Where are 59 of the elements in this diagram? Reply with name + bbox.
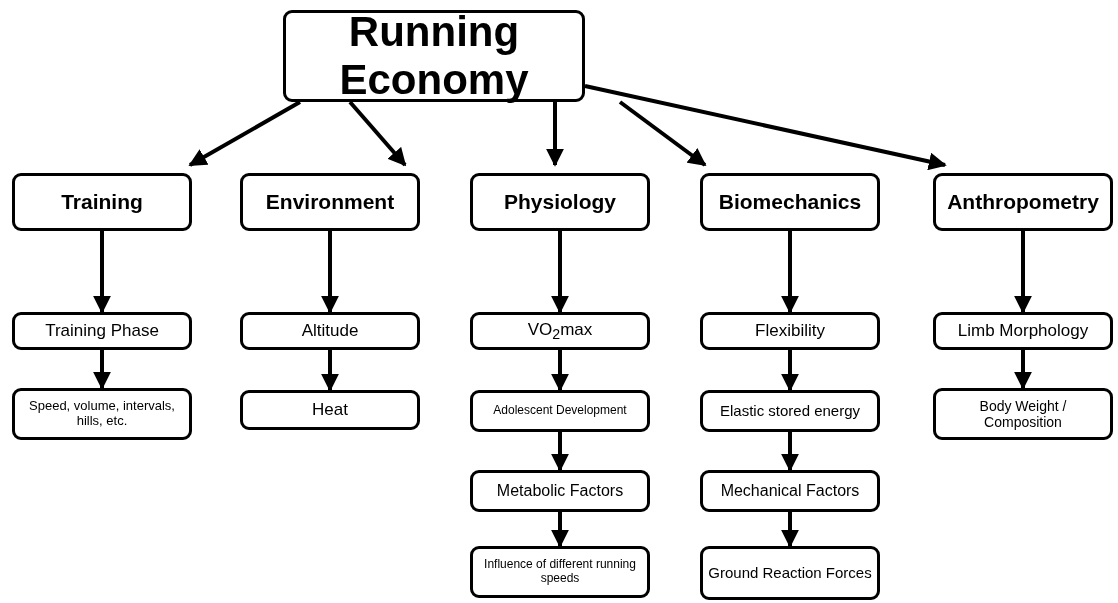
arrow bbox=[1014, 231, 1032, 314]
category-box bbox=[470, 546, 650, 598]
category-box bbox=[933, 173, 1113, 231]
node-label: Environment bbox=[265, 189, 395, 215]
node-label: Body Weight / Composition bbox=[978, 397, 1068, 431]
category-box bbox=[933, 388, 1113, 440]
node-label: Speed, volume, intervals, hills, etc. bbox=[28, 399, 176, 429]
category-box bbox=[700, 173, 880, 231]
arrow bbox=[584, 84, 947, 171]
category-box bbox=[700, 546, 880, 600]
category-box bbox=[470, 470, 650, 512]
arrow bbox=[546, 102, 564, 167]
node-label: Mechanical Factors bbox=[720, 481, 860, 501]
category-box bbox=[240, 312, 420, 350]
node-label: Physiology bbox=[504, 189, 616, 215]
node-label: Training bbox=[61, 189, 143, 215]
arrow bbox=[1014, 350, 1032, 390]
category-box bbox=[700, 390, 880, 432]
node-label: Running Economy bbox=[338, 7, 530, 105]
arrow bbox=[781, 432, 799, 472]
category-box bbox=[700, 470, 880, 512]
category-box bbox=[933, 312, 1113, 350]
node-label: Training Phase bbox=[45, 321, 159, 341]
category-box bbox=[12, 173, 192, 231]
arrow bbox=[321, 350, 339, 392]
node-label: Adolescent Development bbox=[493, 404, 627, 418]
category-box bbox=[240, 173, 420, 231]
category-box bbox=[12, 388, 192, 440]
category-box bbox=[12, 312, 192, 350]
node-label: Biomechanics bbox=[718, 189, 862, 215]
node-label: Flexibility bbox=[755, 321, 825, 341]
arrow bbox=[188, 100, 301, 167]
arrow bbox=[551, 432, 569, 472]
category-box bbox=[240, 390, 420, 430]
category-box bbox=[470, 390, 650, 432]
category-box bbox=[470, 312, 650, 350]
arrow bbox=[781, 512, 799, 548]
node-label: VO$_{2}$max bbox=[527, 319, 593, 343]
node-label: Metabolic Factors bbox=[496, 481, 624, 501]
arrow bbox=[348, 100, 407, 167]
arrow bbox=[93, 350, 111, 390]
arrow bbox=[93, 231, 111, 314]
node-label: Heat bbox=[312, 400, 348, 420]
category-box bbox=[470, 173, 650, 231]
arrow bbox=[551, 350, 569, 392]
category-box bbox=[700, 312, 880, 350]
node-label: Elastic stored energy bbox=[719, 402, 861, 420]
arrow bbox=[551, 231, 569, 314]
title-box bbox=[283, 10, 585, 102]
arrow bbox=[551, 512, 569, 548]
arrow bbox=[781, 231, 799, 314]
arrow bbox=[618, 100, 707, 167]
node-label: Limb Morphology bbox=[957, 321, 1089, 341]
arrow bbox=[781, 350, 799, 392]
node-label: Ground Reaction Forces bbox=[708, 564, 872, 582]
arrow bbox=[321, 231, 339, 314]
node-label: Anthropometry bbox=[947, 189, 1099, 215]
node-label: Influence of different running speeds bbox=[483, 558, 637, 586]
node-label: Altitude bbox=[301, 321, 359, 341]
